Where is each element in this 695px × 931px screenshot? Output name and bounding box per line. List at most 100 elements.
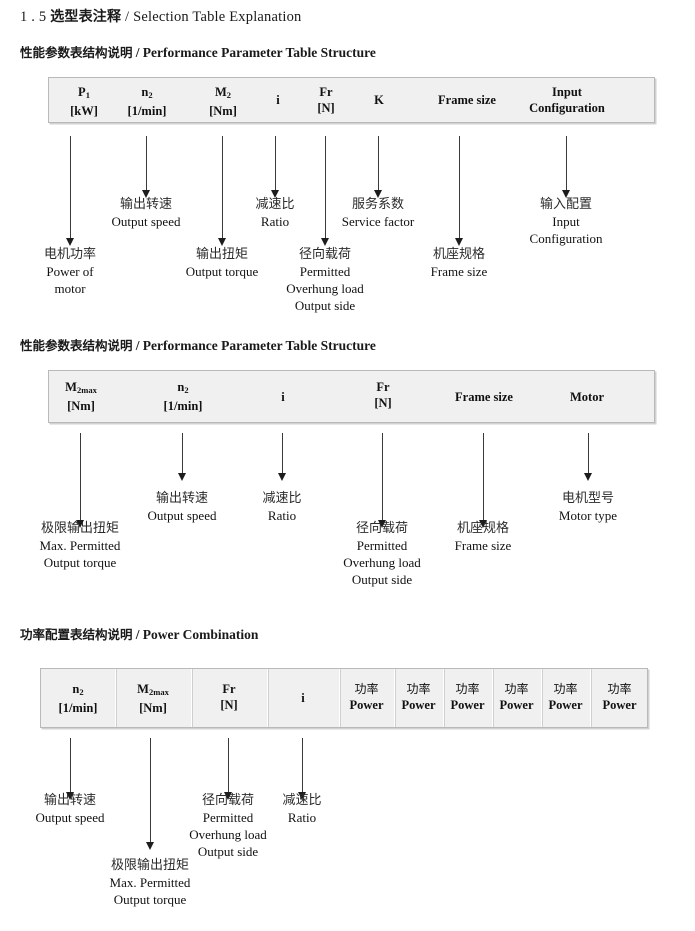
annotation-label-en: Ratio (287, 810, 317, 825)
section-1-heading-en: Performance Parameter Table Structure (142, 45, 376, 60)
header-cell-line2: Configuration (529, 101, 605, 115)
annotation-label-cn: 输入配置 (539, 197, 592, 212)
table-header-cell: M2max[Nm] (115, 681, 191, 716)
arrow-stem (275, 136, 276, 190)
annotation-label-en: Ratio (267, 508, 297, 523)
arrow-stem (70, 738, 71, 792)
annotation-label-en: Ratio (260, 214, 290, 229)
header-cell-line2: [Nm] (139, 701, 167, 715)
header-cell-line2: Power (450, 698, 485, 712)
pointer-arrow (271, 136, 280, 198)
header-cell-subscript: 2max (76, 385, 97, 395)
arrow-stem (282, 433, 283, 473)
header-cell-line1: M (65, 380, 77, 394)
header-cell-line2: [1/min] (163, 399, 203, 413)
table-header-cell: P1[kW] (39, 84, 129, 119)
arrow-stem (459, 136, 460, 238)
header-cell-line1: Input (552, 85, 582, 99)
arrow-head-icon (374, 190, 382, 198)
header-cell-line2: [Nm] (67, 399, 95, 413)
annotation-label-en: motor (54, 281, 86, 296)
annotation-label-cn: 极限输出扭矩 (40, 521, 119, 536)
table-column-divider (339, 669, 341, 727)
arrow-stem (150, 738, 151, 842)
arrow-head-icon (76, 520, 84, 528)
table-column-divider (492, 669, 494, 727)
header-cell-line1: n (141, 85, 149, 99)
annotation-label-en: Output speed (35, 810, 105, 825)
arrow-head-icon (321, 238, 329, 246)
table-header-cell: Fr[N] (191, 681, 267, 713)
page-title: 1 . 5 选型表注释 / Selection Table Explanatio… (20, 6, 302, 26)
header-cell-line2: [1/min] (127, 104, 167, 118)
table-column-divider (394, 669, 396, 727)
section-3-heading: 功率配置表结构说明 / Power Combination (20, 624, 258, 643)
header-cell-line1: i (301, 691, 305, 705)
header-cell-line2: Power (349, 698, 384, 712)
header-cell-subscript: 2 (148, 90, 153, 100)
annotation-label-en: Output torque (43, 555, 117, 570)
header-cell-line1: P (78, 85, 86, 99)
pointer-arrow (224, 738, 233, 800)
section-1-heading-sep: / (135, 45, 140, 60)
annotation-label-cn: 输出扭矩 (195, 247, 248, 262)
section-1-heading: 性能参数表结构说明 / Performance Parameter Table … (20, 42, 376, 61)
header-cell-line1: 功率 (607, 682, 632, 696)
header-cell-line1: 功率 (553, 682, 578, 696)
annotation-label-en: Service factor (341, 214, 415, 229)
annotation-label-en: Output side (197, 844, 259, 859)
section-2-heading-sep: / (135, 338, 140, 353)
table-header-cell: n2[1/min] (41, 681, 115, 716)
header-cell-line1: Motor (569, 390, 604, 404)
pointer-arrow (142, 136, 151, 198)
annotation-label-en: Output side (294, 298, 356, 313)
arrow-head-icon (584, 473, 592, 481)
annotation-label-en: Output side (351, 572, 413, 587)
arrow-head-icon (271, 190, 279, 198)
annotation-label-en: Motor type (558, 508, 618, 523)
header-cell-line1: Fr (376, 380, 390, 394)
section-2-heading-en: Performance Parameter Table Structure (142, 338, 376, 353)
header-cell-line1: M (137, 682, 149, 696)
arrow-stem (382, 433, 383, 520)
annotation-label-en: Frame size (430, 264, 488, 279)
header-cell-line1: n (72, 682, 80, 696)
annotation-label-en: Overhung load (189, 827, 267, 842)
pointer-arrow (321, 136, 330, 246)
header-cell-line2: [kW] (70, 104, 98, 118)
table-column-divider (191, 669, 193, 727)
arrow-stem (378, 136, 379, 190)
annotation-label-cn: 电机功率 (43, 247, 96, 262)
annotation-label-en: Power of (46, 264, 94, 279)
pointer-arrow (66, 136, 75, 246)
pointer-arrow (298, 738, 307, 800)
header-cell-line2: Power (602, 698, 637, 712)
annotation-label-en: Permitted (202, 810, 254, 825)
header-cell-subscript: 2 (226, 90, 232, 100)
arrow-stem (70, 136, 71, 238)
annotation-label: 输出扭矩 Output torque (147, 246, 297, 280)
arrow-head-icon (218, 238, 226, 246)
arrow-head-icon (146, 842, 154, 850)
section-3-heading-sep: / (135, 627, 140, 642)
table-header-cell: M2[Nm] (181, 84, 266, 119)
annotation-label-cn: 径向载荷 (298, 247, 351, 262)
header-cell-line1: Fr (319, 85, 333, 99)
arrow-stem (182, 433, 183, 473)
arrow-stem (146, 136, 147, 190)
annotation-label-en: Output torque (185, 264, 259, 279)
annotation-label-en: Max. Permitted (109, 875, 191, 890)
arrow-head-icon (479, 520, 487, 528)
annotation-label-cn: 机座规格 (432, 247, 485, 262)
arrow-head-icon (278, 473, 286, 481)
annotation-label-cn: 径向载荷 (201, 793, 254, 808)
